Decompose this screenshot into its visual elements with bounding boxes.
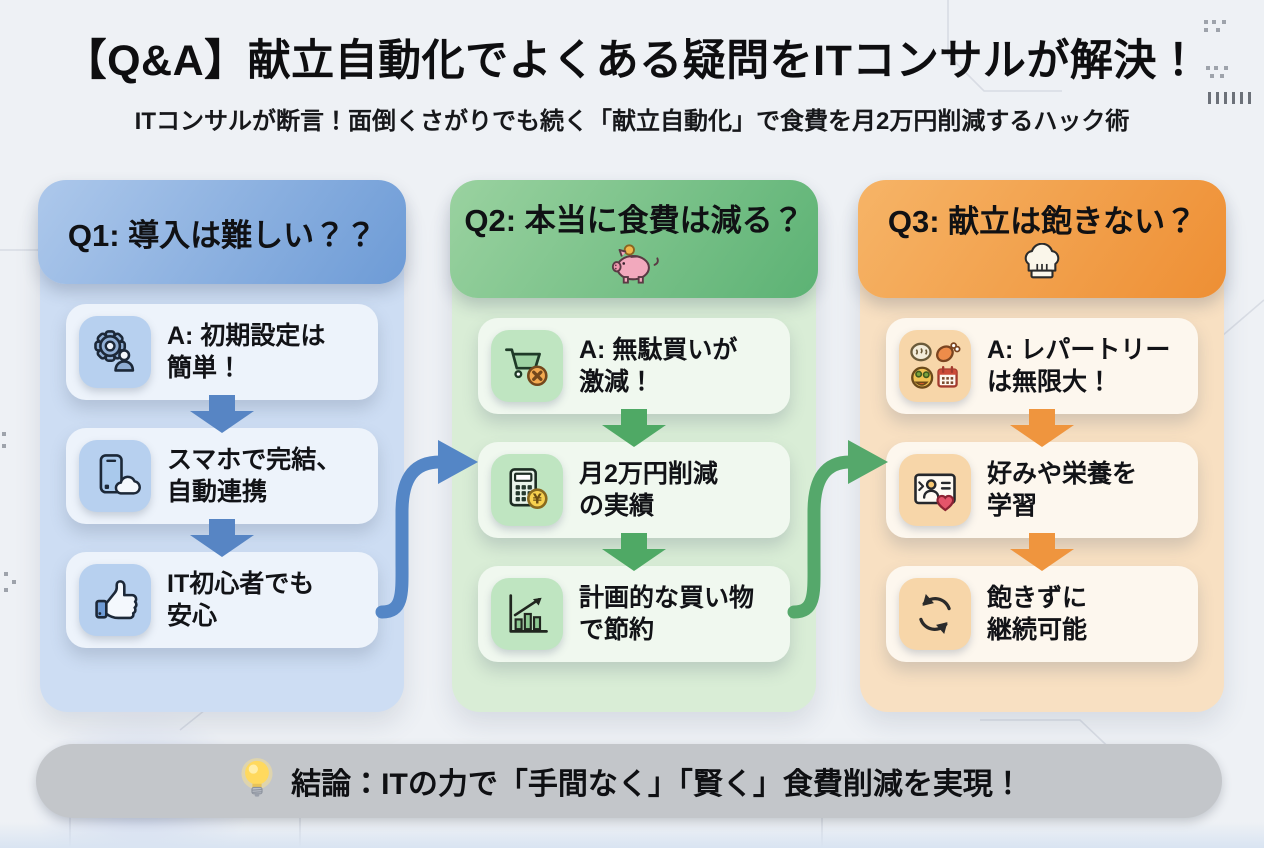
card-text: 飽きずに 継続可能: [987, 583, 1088, 645]
card-icon-tile: [79, 440, 151, 512]
card-icon-tile: [491, 578, 563, 650]
down-arrow: [1010, 409, 1074, 447]
card-text: IT初心者でも 安心: [167, 569, 315, 631]
cart-x-icon: [505, 348, 548, 387]
answer-card: IT初心者でも 安心: [66, 552, 378, 648]
question-header-q3: Q3: 献立は飽きない？: [858, 180, 1226, 298]
page-subtitle: ITコンサルが断言！面倒くさがりでも続く「献立自動化」で食費を月2万円削減するハ…: [134, 108, 1130, 135]
down-arrow: [1010, 533, 1074, 571]
question-label: Q1: 導入は難しい？？: [67, 217, 377, 253]
answer-card: A: 初期設定は 簡単！: [66, 304, 378, 400]
down-arrow: [602, 533, 666, 571]
conclusion-text: 結論：ITの力で「手間なく」「賢く」食費削減を実現！: [291, 768, 1023, 801]
card-text: 計画的な買い物 で節約: [579, 583, 755, 645]
card-icon-tile: [899, 578, 971, 650]
answer-card: 好みや栄養を 学習: [886, 442, 1198, 538]
card-text: スマホで完結、 自動連携: [167, 445, 342, 507]
card-icon-tile: [491, 330, 563, 402]
answer-card: A: 無駄買いが 激減！: [478, 318, 790, 414]
qa-column-q1: Q1: 導入は難しい？？: [38, 180, 406, 712]
card-text: A: レパートリー は無限大！: [987, 335, 1171, 397]
down-arrow: [602, 409, 666, 447]
column-body: A: レパートリー は無限大！ 好みや栄養を 学習: [858, 298, 1226, 662]
answer-card: 計画的な買い物 で節約: [478, 566, 790, 662]
column-body: A: 無駄買いが 激減！ ¥: [450, 298, 818, 662]
answer-card: A: レパートリー は無限大！: [886, 318, 1198, 414]
bottom-band-decoration: [0, 822, 1264, 848]
card-icon-tile: [899, 330, 971, 402]
gear-user-icon: [94, 330, 135, 372]
column-body: A: 初期設定は 簡単！ スマホで完結、 自動連携: [38, 284, 406, 648]
question-header-q1: Q1: 導入は難しい？？: [38, 180, 406, 284]
answer-card: ¥ 月2万円削減 の実績: [478, 442, 790, 538]
down-arrow: [190, 395, 254, 433]
down-arrow: [190, 519, 254, 557]
chef-hat-icon: [1024, 242, 1060, 278]
question-header-q2: Q2: 本当に食費は減る？: [450, 180, 818, 298]
bar-chart-up-icon: [509, 594, 548, 633]
question-label: Q2: 本当に食費は減る？: [464, 202, 804, 238]
card-text: A: 初期設定は 簡単！: [167, 321, 326, 383]
card-icon-tile: [79, 564, 151, 636]
answer-card: スマホで完結、 自動連携: [66, 428, 378, 524]
card-text: 好みや栄養を 学習: [987, 459, 1138, 521]
qa-column-q2: Q2: 本当に食費は減る？: [450, 180, 818, 712]
calculator-yen-icon: ¥: [509, 468, 548, 509]
foods-calendar-icon: [910, 342, 961, 389]
svg-text:¥: ¥: [533, 493, 542, 508]
lightbulb-icon: [241, 758, 273, 797]
card-icon-tile: [899, 454, 971, 526]
refresh-cycle-icon: [919, 593, 951, 635]
page-title: 【Q&A】献立自動化でよくある疑問をITコンサルが解決！: [63, 37, 1201, 85]
profile-heart-icon: [914, 473, 956, 512]
thumbs-up-icon: [95, 580, 138, 620]
answer-card: 飽きずに 継続可能: [886, 566, 1198, 662]
smartphone-cloud-icon: [99, 454, 141, 495]
card-icon-tile: [79, 316, 151, 388]
conclusion-bar: 結論：ITの力で「手間なく」「賢く」食費削減を実現！: [36, 744, 1222, 818]
question-label: Q3: 献立は飽きない？: [887, 203, 1197, 239]
card-icon-tile: ¥: [491, 454, 563, 526]
card-text: A: 無駄買いが 激減！: [579, 335, 738, 397]
piggy-bank-icon: [611, 243, 659, 284]
qa-column-q3: Q3: 献立は飽きない？: [858, 180, 1226, 712]
card-text: 月2万円削減 の実績: [579, 459, 718, 521]
